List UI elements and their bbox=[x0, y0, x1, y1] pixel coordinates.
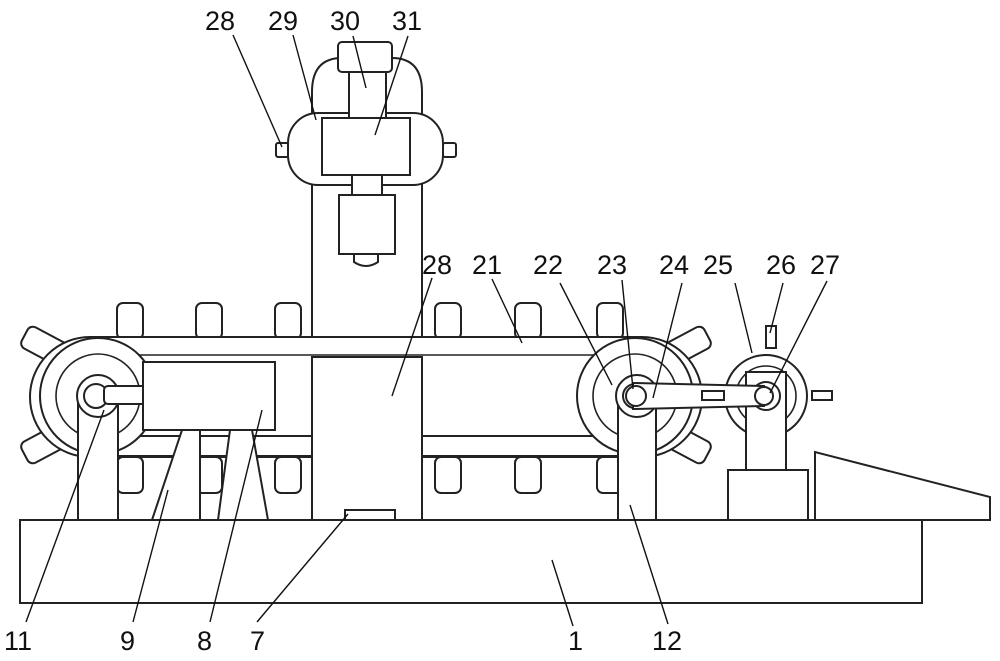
label-28-top: 28 bbox=[205, 6, 235, 36]
label-8: 8 bbox=[197, 626, 212, 656]
label-22: 22 bbox=[533, 250, 563, 280]
base-plate bbox=[19, 519, 923, 604]
column-front bbox=[311, 356, 423, 521]
label-27: 27 bbox=[810, 250, 840, 280]
label-31: 31 bbox=[392, 6, 422, 36]
label-11: 11 bbox=[4, 626, 32, 656]
connecting-rod bbox=[625, 381, 774, 411]
label-26: 26 bbox=[766, 250, 796, 280]
base-block bbox=[344, 509, 396, 521]
label-7: 7 bbox=[250, 626, 265, 656]
label-23: 23 bbox=[597, 250, 627, 280]
left-roller-assembly bbox=[39, 337, 157, 521]
label-12: 12 bbox=[652, 626, 682, 656]
discharge-ramp bbox=[814, 450, 991, 521]
label-21: 21 bbox=[472, 250, 502, 280]
label-29: 29 bbox=[268, 6, 298, 36]
label-24: 24 bbox=[659, 250, 689, 280]
part-labels: 28 29 30 31 28 21 22 23 24 25 26 27 11 9… bbox=[4, 6, 840, 656]
label-28-mid: 28 bbox=[422, 250, 452, 280]
head-assembly bbox=[275, 41, 457, 267]
label-1: 1 bbox=[568, 626, 583, 656]
label-25: 25 bbox=[703, 250, 733, 280]
label-9: 9 bbox=[120, 626, 135, 656]
right-roller-assembly bbox=[576, 337, 694, 521]
leader-lines bbox=[25, 34, 828, 627]
label-30: 30 bbox=[330, 6, 360, 36]
